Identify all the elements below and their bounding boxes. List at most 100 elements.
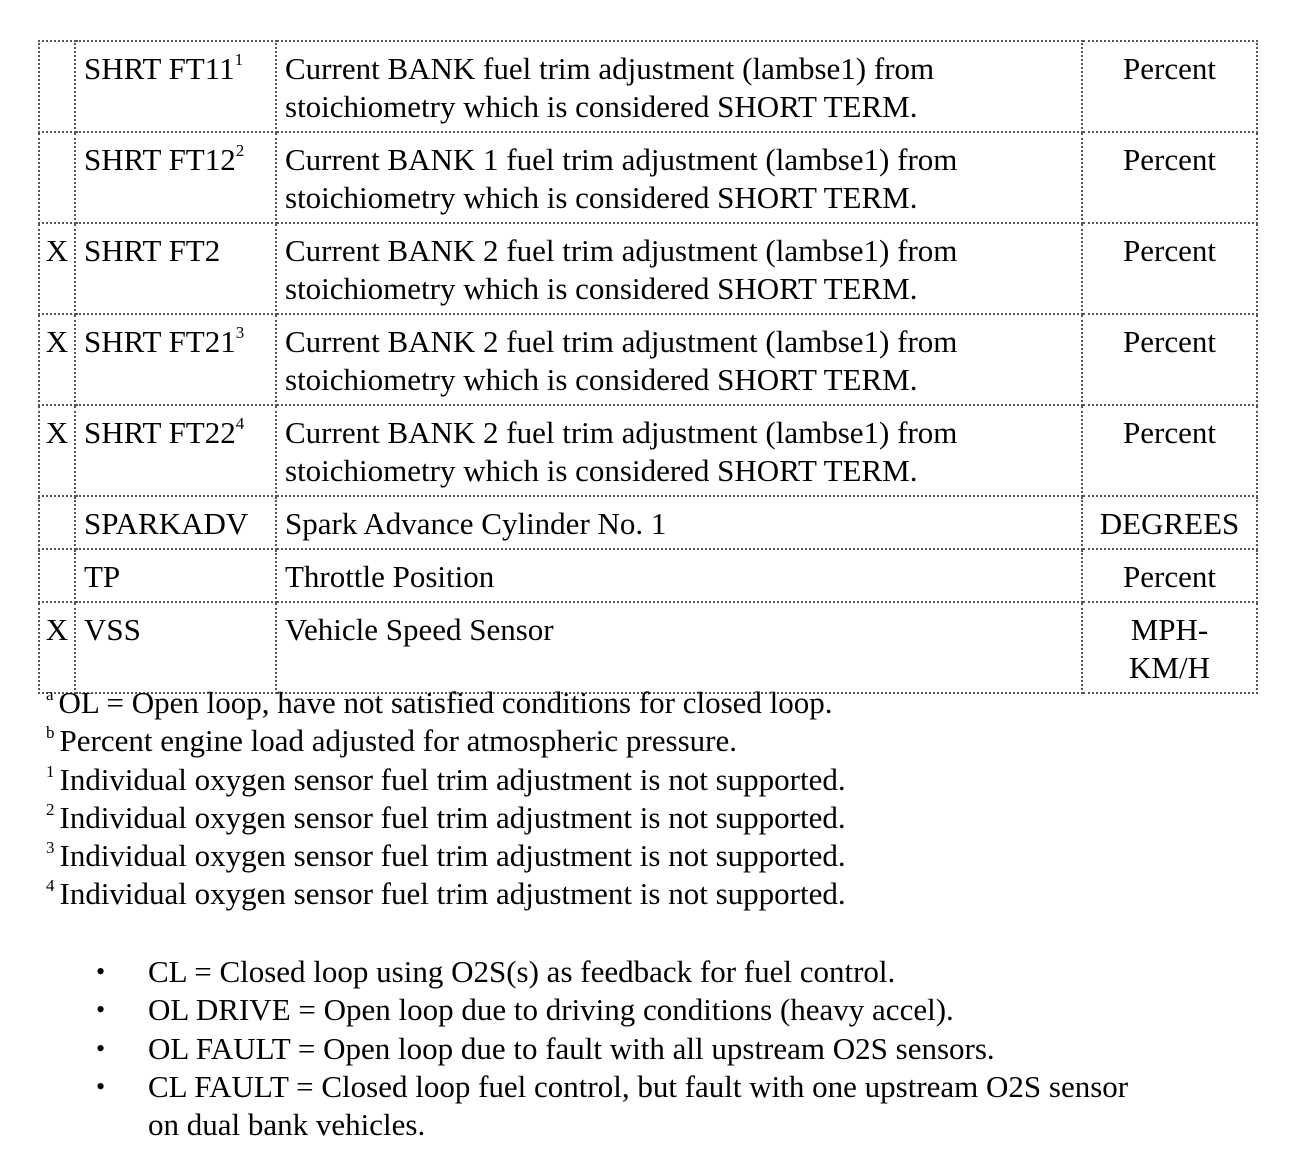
pid-name: SHRT FT22	[84, 415, 236, 450]
unit-cell: Percent	[1081, 131, 1258, 224]
unit-line: MPH-	[1130, 612, 1209, 647]
pid-name: SHRT FT12	[84, 142, 236, 177]
table-row: SHRT FT122 Current BANK 1 fuel trim adju…	[38, 131, 1258, 224]
table-row: SHRT FT111 Current BANK fuel trim adjust…	[38, 40, 1258, 133]
pid-name: SHRT FT21	[84, 324, 236, 359]
support-mark-cell	[38, 40, 76, 133]
description-cell: Current BANK 2 fuel trim adjustment (lam…	[275, 222, 1083, 315]
support-mark-cell: X	[38, 222, 76, 315]
footnote-text: Individual oxygen sensor fuel trim adjus…	[59, 761, 846, 797]
bullet-icon: •	[96, 957, 106, 986]
unit-line: DEGREES	[1099, 506, 1240, 541]
unit-line: Percent	[1123, 142, 1216, 177]
pid-table-body: SHRT FT111 Current BANK fuel trim adjust…	[38, 40, 1258, 694]
pid-footnote-ref: 2	[235, 141, 245, 160]
support-mark-cell	[38, 131, 76, 224]
description-line: stoichiometry which is considered SHORT …	[285, 453, 918, 488]
pid-table: SHRT FT111 Current BANK fuel trim adjust…	[38, 40, 1258, 694]
pid-name: TP	[84, 559, 121, 594]
pid-name-cell: SHRT FT224	[74, 404, 277, 497]
description-line: Current BANK 1 fuel trim adjustment (lam…	[285, 142, 958, 177]
footnote-text: Individual oxygen sensor fuel trim adjus…	[59, 838, 846, 874]
pid-name: VSS	[84, 612, 141, 647]
loop-status-legend: • CL = Closed loop using O2S(s) as feedb…	[96, 953, 1266, 1144]
pid-name-cell: SHRT FT111	[74, 40, 277, 133]
description-cell: Current BANK 2 fuel trim adjustment (lam…	[275, 313, 1083, 406]
bullet-icon: •	[96, 1071, 106, 1101]
pid-name-cell: SPARKADV	[74, 495, 277, 550]
pid-name-cell: SHRT FT122	[74, 131, 277, 224]
footnote-text: Individual oxygen sensor fuel trim adjus…	[59, 799, 846, 835]
list-item-text: CL = Closed loop using O2S(s) as feedbac…	[148, 954, 896, 989]
unit-cell: DEGREES	[1081, 495, 1258, 550]
table-row: X SHRT FT213 Current BANK 2 fuel trim ad…	[38, 313, 1258, 406]
pid-name-cell: VSS	[74, 601, 277, 694]
pid-name: SHRT FT2	[84, 233, 221, 268]
list-item-text: OL FAULT = Open loop due to fault with a…	[148, 1030, 995, 1066]
footnote-marker: 1	[46, 761, 55, 781]
footnote-text: Individual oxygen sensor fuel trim adjus…	[59, 876, 846, 912]
description-cell: Vehicle Speed Sensor	[275, 601, 1083, 694]
footnote-marker: b	[46, 723, 55, 743]
footnote-marker: 4	[46, 876, 55, 896]
unit-cell: MPH-KM/H	[1081, 601, 1258, 694]
pid-footnote-ref: 1	[234, 50, 244, 69]
description-line: Throttle Position	[285, 559, 495, 594]
support-mark-cell: X	[38, 601, 76, 694]
pid-name: SHRT FT11	[84, 51, 235, 86]
description-line: Current BANK 2 fuel trim adjustment (lam…	[285, 415, 958, 450]
description-line: stoichiometry which is considered SHORT …	[285, 180, 918, 215]
table-row: SPARKADV Spark Advance Cylinder No. 1 DE…	[38, 495, 1258, 550]
description-line: Vehicle Speed Sensor	[285, 612, 554, 647]
description-line: Current BANK 2 fuel trim adjustment (lam…	[285, 233, 958, 268]
description-cell: Spark Advance Cylinder No. 1	[275, 495, 1083, 550]
list-item-text: CL FAULT = Closed loop fuel control, but…	[148, 1068, 1129, 1104]
description-line: stoichiometry which is considered SHORT …	[285, 271, 918, 306]
pid-name-cell: SHRT FT213	[74, 313, 277, 406]
description-cell: Current BANK fuel trim adjustment (lambs…	[275, 40, 1083, 133]
list-item-text: on dual bank vehicles.	[148, 1107, 426, 1143]
list-item-text: OL DRIVE = Open loop due to driving cond…	[148, 992, 954, 1028]
pid-name-cell: TP	[74, 548, 277, 603]
footnote-text: Percent engine load adjusted for atmosph…	[59, 723, 737, 759]
support-mark-cell: X	[38, 313, 76, 406]
unit-line: Percent	[1123, 559, 1216, 594]
pid-name-cell: SHRT FT2	[74, 222, 277, 315]
footnote-marker: 3	[46, 838, 55, 858]
footnote-marker: a	[46, 685, 54, 704]
description-cell: Current BANK 1 fuel trim adjustment (lam…	[275, 131, 1083, 224]
bullet-icon: •	[96, 995, 106, 1025]
description-line: Current BANK 2 fuel trim adjustment (lam…	[285, 324, 958, 359]
unit-cell: Percent	[1081, 548, 1258, 603]
description-line: Spark Advance Cylinder No. 1	[285, 506, 667, 541]
unit-line: Percent	[1123, 233, 1216, 268]
unit-line: Percent	[1123, 415, 1216, 450]
list-item: • CL FAULT = Closed loop fuel control, b…	[96, 1068, 1266, 1145]
description-line: stoichiometry which is considered SHORT …	[285, 362, 918, 397]
unit-cell: Percent	[1081, 313, 1258, 406]
table-row: X SHRT FT2 Current BANK 2 fuel trim adju…	[38, 222, 1258, 315]
footnote-text: OL = Open loop, have not satisfied condi…	[58, 685, 833, 720]
unit-cell: Percent	[1081, 40, 1258, 133]
unit-cell: Percent	[1081, 222, 1258, 315]
pid-footnote-ref: 3	[235, 323, 245, 342]
description-cell: Current BANK 2 fuel trim adjustment (lam…	[275, 404, 1083, 497]
unit-line: KM/H	[1129, 650, 1210, 685]
table-row: X SHRT FT224 Current BANK 2 fuel trim ad…	[38, 404, 1258, 497]
support-mark-cell: X	[38, 404, 76, 497]
bullet-icon: •	[96, 1033, 106, 1063]
description-cell: Throttle Position	[275, 548, 1083, 603]
pid-footnote-ref: 4	[235, 414, 245, 433]
unit-line: Percent	[1123, 324, 1216, 359]
description-line: Current BANK fuel trim adjustment (lambs…	[285, 51, 935, 86]
list-item: • CL = Closed loop using O2S(s) as feedb…	[96, 953, 1266, 991]
list-item: • OL FAULT = Open loop due to fault with…	[96, 1030, 1266, 1068]
support-mark-cell	[38, 495, 76, 550]
